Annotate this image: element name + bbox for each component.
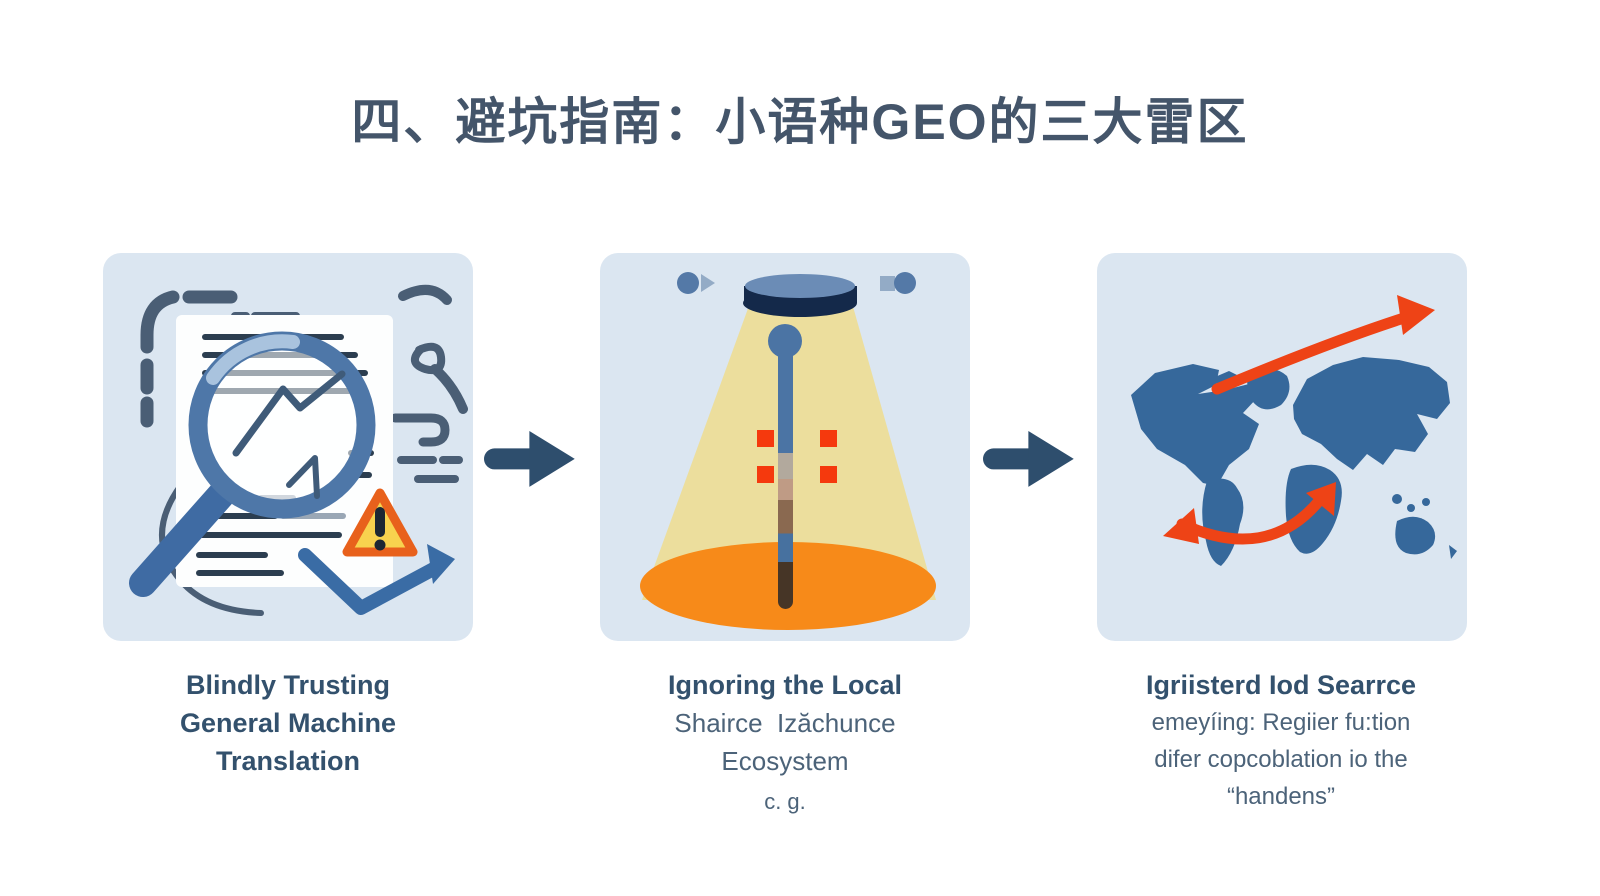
- right-arrow-icon: [983, 424, 1079, 500]
- caption-global-search: Igriisterd Iod Searrce emeyíing: Regiier…: [1081, 666, 1481, 815]
- caption-line: Shairce Izăchunce: [674, 708, 896, 738]
- spotlight-beam-icon: [640, 272, 936, 630]
- caption-line: General Machine: [179, 708, 397, 738]
- right-arrow-icon: [484, 424, 580, 500]
- page-title: 四、避坑指南：小语种GEO的三大雷区: [351, 94, 1249, 150]
- document-magnifier-warning-icon: [129, 285, 468, 616]
- caption-line: Translation: [215, 746, 361, 776]
- caption-line: Blindly Trusting: [185, 670, 390, 700]
- caption-local-ecosystem: Ignoring the Local Shairce Izăchunce Eco…: [585, 666, 985, 820]
- panel-machine-translation: [103, 253, 473, 641]
- panel-global-search: [1097, 253, 1467, 641]
- panel-local-ecosystem: [600, 253, 970, 641]
- caption-line: Igriisterd Iod Searrce: [1145, 670, 1417, 700]
- caption-line: “handens”: [1226, 783, 1336, 810]
- caption-line: difer copcoblation io the: [1154, 746, 1408, 773]
- caption-line: emeyíing: Regiier fu:tion: [1151, 709, 1411, 736]
- caption-line: Ignoring the Local: [668, 670, 902, 700]
- caption-machine-translation: Blindly Trusting General Machine Transla…: [88, 666, 488, 780]
- caption-line: Ecosystem: [721, 746, 849, 776]
- world-map-arrows-icon: [1131, 295, 1457, 566]
- caption-line: c. g.: [764, 789, 806, 814]
